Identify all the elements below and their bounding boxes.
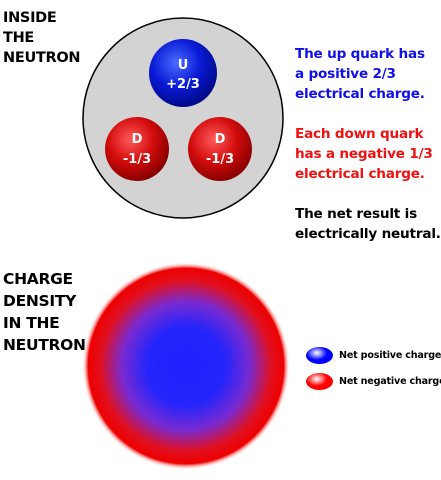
note-line: has a negative 1/3 [295,146,433,162]
down-quark-note: Each down quark has a negative 1/3 elect… [295,124,440,184]
up-quark-charge: +2/3 [166,77,200,92]
down-quark-charge: -1/3 [123,152,151,167]
legend-negative: Net negative charge [306,373,441,390]
net-result-note: The net result is electrically neutral. [295,204,441,244]
up-quark: U +2/3 [149,39,217,107]
down-quark-left: D -1/3 [105,117,169,181]
note-line: electrical charge. [295,86,425,102]
legend-negative-label: Net negative charge [339,376,441,387]
down-quark-sphere [105,117,169,181]
inside-neutron-heading: INSIDE THE NEUTRON [3,8,81,68]
note-line: The net result is [295,206,417,222]
down-quark-letter: D [215,132,226,147]
down-quark-sphere [188,117,252,181]
note-line: electrically neutral. [295,226,441,242]
down-quark-charge: -1/3 [206,152,234,167]
legend-positive-label: Net positive charge [339,350,441,361]
heading-line: IN THE [3,314,60,332]
up-quark-letter: U [178,58,189,73]
up-quark-sphere [149,39,217,107]
positive-charge-swatch [306,347,333,364]
charge-density-sphere [82,262,290,470]
up-quark-note: The up quark has a positive 2/3 electric… [295,44,440,104]
heading-line: CHARGE [3,270,73,288]
heading-line: NEUTRON [3,50,81,66]
note-line: The up quark has [295,46,425,62]
heading-line: THE [3,30,35,46]
negative-charge-swatch [306,373,333,390]
note-line: electrical charge. [295,166,425,182]
heading-line: INSIDE [3,10,57,26]
down-quark-letter: D [132,132,143,147]
note-line: a positive 2/3 [295,66,396,82]
heading-line: NEUTRON [3,336,86,354]
heading-line: DENSITY [3,292,77,310]
charge-density-heading: CHARGE DENSITY IN THE NEUTRON [3,268,86,356]
down-quark-right: D -1/3 [188,117,252,181]
legend-positive: Net positive charge [306,347,441,364]
note-line: Each down quark [295,126,424,142]
